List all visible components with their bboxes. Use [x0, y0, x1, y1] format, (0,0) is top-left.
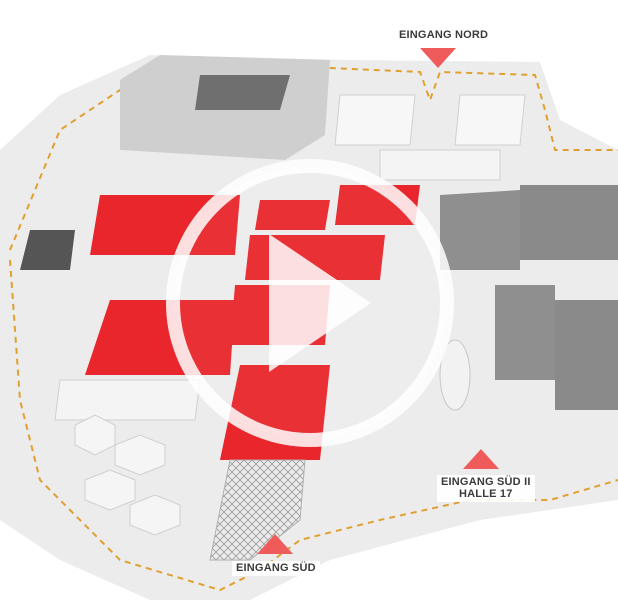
hall-grey-3 [495, 285, 555, 380]
entrance-south-marker-icon [257, 534, 293, 554]
building-white-2 [454, 94, 526, 146]
building-connector [379, 149, 501, 181]
building-white-west [54, 379, 201, 421]
entrance-south-ii-line1: EINGANG SÜD II [441, 476, 531, 488]
hex-buildings [74, 414, 181, 536]
entrance-south-ii-label: EINGANG SÜD II HALLE 17 [437, 475, 535, 502]
hall-grey-4 [555, 300, 618, 410]
hall-grey-2 [520, 185, 618, 260]
entrance-north-label: EINGANG NORD [395, 28, 493, 43]
hall-red-2 [255, 200, 330, 230]
entrance-south-label: EINGANG SÜD [232, 561, 320, 576]
entrance-south-ii-marker-icon [463, 449, 499, 469]
hall-red-5 [85, 300, 235, 375]
building-dark-west [20, 230, 75, 270]
play-button[interactable] [161, 154, 459, 452]
entrance-north-marker-icon [420, 48, 456, 68]
play-icon [269, 234, 371, 372]
building-white-1 [334, 94, 416, 146]
round-tower [439, 339, 471, 411]
building-courtyard [195, 75, 290, 110]
hall-grey-1 [440, 190, 520, 270]
entrance-south-ii-line2: HALLE 17 [459, 488, 513, 500]
